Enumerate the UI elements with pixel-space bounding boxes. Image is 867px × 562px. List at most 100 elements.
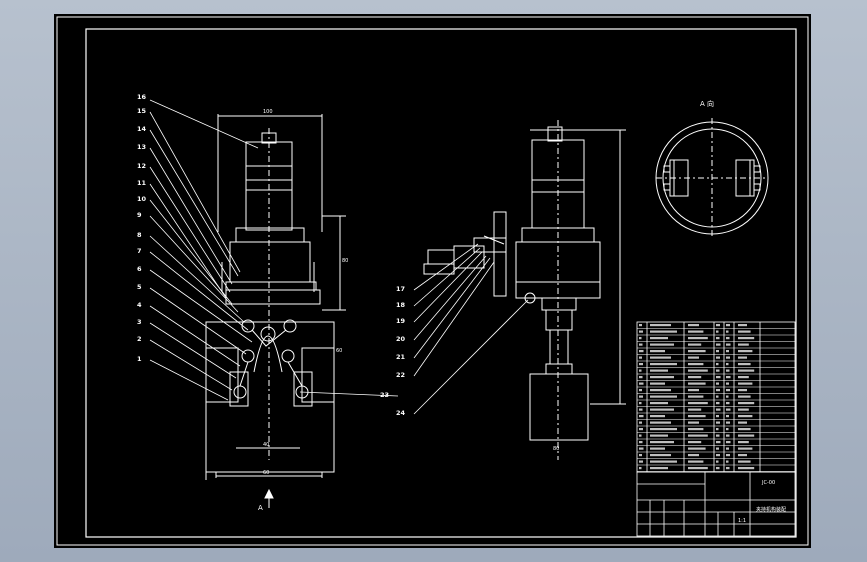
parts-cell-mark: [639, 330, 643, 333]
parts-cell-mark: [650, 395, 677, 398]
leader-lines-left: [149, 99, 259, 401]
parts-cell-mark: [716, 434, 720, 437]
view-label-a: A: [258, 504, 263, 512]
parts-cell-mark: [650, 356, 671, 359]
parts-cell-mark: [738, 428, 751, 431]
outer-border: [56, 16, 809, 546]
parts-cell-mark: [688, 441, 702, 444]
callout-2: 2: [137, 335, 142, 343]
parts-cell-mark: [650, 421, 671, 424]
callout-20: 20: [396, 335, 406, 343]
parts-cell-mark: [639, 356, 642, 359]
parts-cell-mark: [650, 369, 668, 372]
parts-cell-mark: [716, 389, 720, 392]
parts-cell-mark: [738, 441, 749, 444]
parts-cell-mark: [726, 421, 730, 424]
parts-cell-mark: [716, 415, 719, 418]
parts-cell-mark: [650, 402, 668, 405]
parts-cell-mark: [726, 447, 729, 450]
parts-cell-mark: [650, 389, 671, 392]
parts-cell-mark: [639, 343, 643, 346]
parts-cell-mark: [738, 382, 753, 385]
parts-cell-mark: [716, 369, 720, 372]
callout-14: 14: [137, 125, 147, 133]
parts-cell-mark: [650, 324, 671, 327]
parts-cell-mark: [650, 408, 674, 411]
parts-cell-mark: [738, 402, 755, 405]
dim-mid-height: 60: [336, 348, 342, 354]
parts-cell-mark: [650, 467, 668, 470]
parts-cell-mark: [738, 408, 749, 411]
parts-cell-mark: [738, 356, 747, 359]
parts-cell-mark: [716, 343, 721, 346]
parts-cell-mark: [716, 330, 719, 333]
parts-cell-mark: [688, 428, 704, 431]
dimension-labels: 100 40 60 80 60 80: [263, 109, 559, 476]
parts-cell-mark: [639, 428, 643, 431]
parts-cell-mark: [726, 350, 729, 353]
callout-19: 19: [396, 317, 406, 325]
parts-cell-mark: [688, 434, 708, 437]
callout-4: 4: [137, 301, 142, 309]
parts-cell-mark: [639, 460, 643, 463]
parts-cell-mark: [688, 350, 706, 353]
parts-cell-mark: [726, 343, 731, 346]
parts-cell-mark: [738, 337, 755, 340]
dim-right-base: 80: [553, 446, 559, 452]
parts-cell-mark: [688, 389, 699, 392]
parts-cell-mark: [688, 408, 702, 411]
parts-cell-mark: [688, 343, 702, 346]
parts-cell-mark: [688, 402, 708, 405]
parts-cell-mark: [650, 350, 665, 353]
parts-cell-mark: [688, 415, 706, 418]
side-view-middle: [423, 120, 626, 460]
parts-cell-mark: [639, 350, 644, 353]
parts-cell-mark: [738, 389, 747, 392]
detail-view-a: [655, 118, 769, 238]
callout-16: 16: [137, 93, 147, 101]
dim-bottom-width: 40: [263, 442, 269, 448]
detail-title: A 向: [700, 99, 714, 108]
callout-6: 6: [137, 265, 142, 273]
parts-cell-mark: [639, 441, 643, 444]
callout-3: 3: [137, 318, 142, 326]
parts-cell-mark: [716, 356, 720, 359]
parts-cell-mark: [726, 402, 730, 405]
parts-cell-mark: [738, 343, 749, 346]
parts-cell-mark: [688, 454, 699, 457]
parts-list-marks: [639, 324, 755, 470]
parts-cell-mark: [650, 330, 677, 333]
title-block-text: 夹持机构装配 JC-00 1:1: [738, 480, 786, 524]
parts-cell-mark: [688, 467, 708, 470]
parts-cell-mark: [650, 447, 665, 450]
parts-cell-mark: [726, 389, 730, 392]
parts-cell-mark: [726, 324, 730, 327]
callout-11: 11: [137, 179, 147, 187]
dim-base-width: 60: [263, 470, 269, 476]
callout-8: 8: [137, 231, 142, 239]
callout-labels-left: 16 15 14 13 12 11 10 9 8 7 6 5 4 3 2 1: [137, 93, 147, 363]
parts-cell-mark: [639, 382, 644, 385]
parts-cell-mark: [726, 415, 729, 418]
parts-cell-mark: [688, 363, 704, 366]
parts-cell-mark: [716, 447, 719, 450]
parts-cell-mark: [738, 369, 755, 372]
parts-cell-mark: [639, 454, 642, 457]
parts-cell-mark: [650, 460, 677, 463]
parts-cell-mark: [726, 356, 730, 359]
parts-cell-mark: [738, 467, 755, 470]
parts-cell-mark: [716, 428, 719, 431]
parts-cell-mark: [738, 376, 749, 379]
parts-cell-mark: [738, 363, 751, 366]
callout-24: 24: [396, 409, 406, 417]
parts-cell-mark: [726, 363, 729, 366]
parts-cell-mark: [650, 363, 677, 366]
drawing-name: 夹持机构装配: [756, 506, 786, 513]
parts-cell-mark: [639, 421, 642, 424]
parts-cell-mark: [726, 395, 729, 398]
parts-cell-mark: [738, 421, 747, 424]
parts-cell-mark: [726, 454, 730, 457]
parts-cell-mark: [650, 376, 674, 379]
